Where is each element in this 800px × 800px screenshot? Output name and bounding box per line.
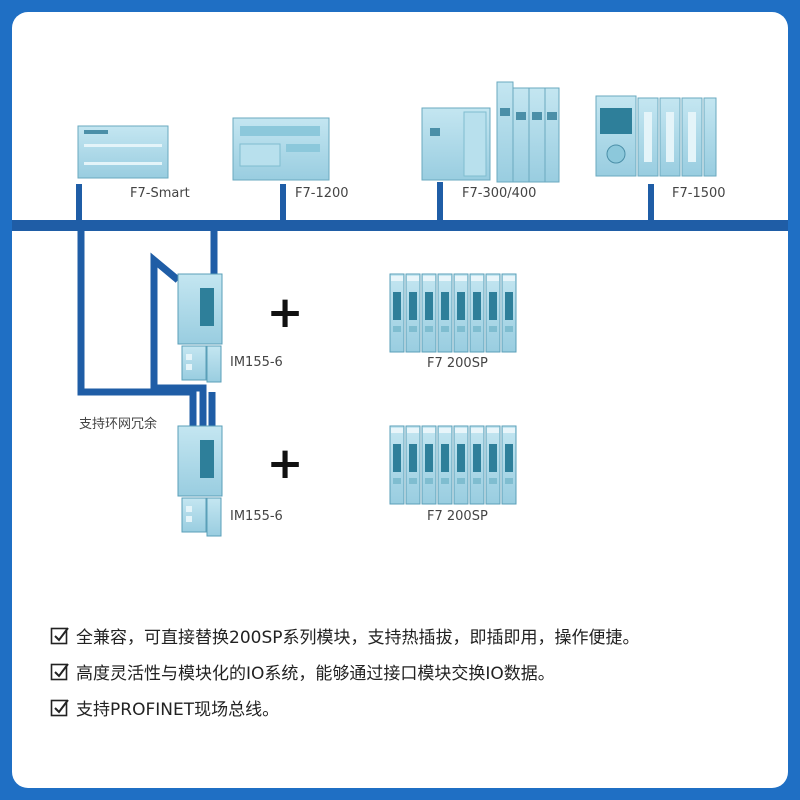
controller-label-f7-1200: F7-1200: [295, 186, 349, 201]
feature-text: 高度灵活性与模块化的IO系统，能够通过接口模块交换IO数据。: [76, 663, 555, 684]
feature-list: 全兼容，可直接替换200SP系列模块，支持热插拔，即插即用，操作便捷。 高度灵活…: [50, 622, 770, 730]
io-module-bank-1[interactable]: [389, 273, 517, 353]
feature-item: 高度灵活性与模块化的IO系统，能够通过接口模块交换IO数据。: [50, 658, 770, 684]
plus-sign-2: +: [267, 438, 304, 489]
controller-label-f7-smart: F7-Smart: [130, 186, 190, 201]
io-module-bank-2[interactable]: [389, 425, 517, 505]
controller-drops: [76, 182, 654, 224]
feature-item: 支持PROFINET现场总线。: [50, 694, 770, 720]
network-diagram: F7-Smart F7-1200 F7-300/400 F7-1500 IM15…: [12, 81, 788, 537]
interface-module-im155-6-2[interactable]: [177, 425, 223, 537]
controller-f7-300-400[interactable]: [421, 81, 560, 183]
feature-text: 全兼容，可直接替换200SP系列模块，支持热插拔，即插即用，操作便捷。: [76, 627, 640, 648]
profinet-bus: [12, 220, 788, 231]
controller-label-f7-1500: F7-1500: [672, 186, 726, 201]
checkbox-checked-icon: [50, 627, 69, 645]
plus-sign-1: +: [267, 287, 304, 338]
controller-label-f7-300-400: F7-300/400: [462, 186, 536, 201]
io-label-1: F7 200SP: [427, 356, 488, 371]
controller-f7-1500[interactable]: [595, 95, 717, 177]
io-label-2: F7 200SP: [427, 509, 488, 524]
interface-module-im155-6-1[interactable]: [177, 273, 223, 383]
controller-f7-1200[interactable]: [232, 117, 330, 181]
checkbox-checked-icon: [50, 699, 69, 717]
checkbox-checked-icon: [50, 663, 69, 681]
im-label-2: IM155-6: [230, 509, 283, 524]
card: F7-Smart F7-1200 F7-300/400 F7-1500 IM15…: [12, 12, 788, 788]
feature-text: 支持PROFINET现场总线。: [76, 699, 280, 720]
im-label-1: IM155-6: [230, 355, 283, 370]
ring-redundancy-label: 支持环网冗余: [79, 416, 157, 432]
feature-item: 全兼容，可直接替换200SP系列模块，支持热插拔，即插即用，操作便捷。: [50, 622, 770, 648]
controller-f7-smart[interactable]: [77, 125, 169, 179]
